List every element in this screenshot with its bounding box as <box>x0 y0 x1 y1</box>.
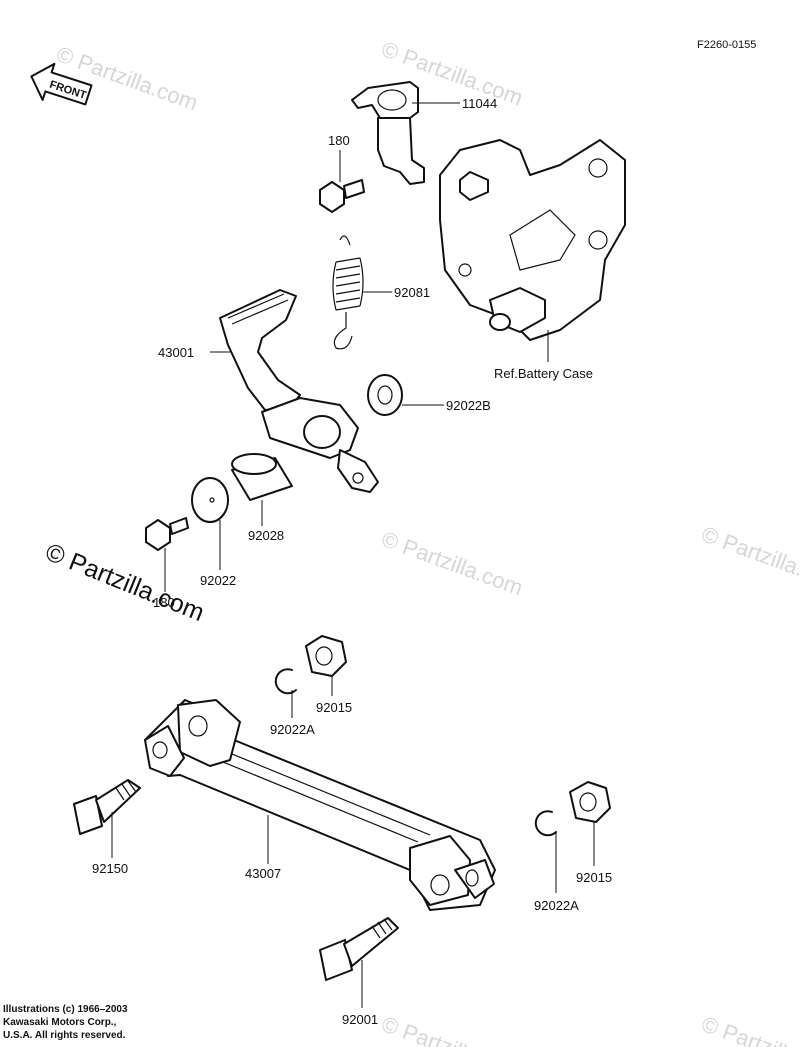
watermark-text: © Partzilla.com <box>378 526 526 600</box>
copyright-line: Illustrations (c) 1966–2003 <box>3 1004 128 1015</box>
washer-92022 <box>191 477 229 523</box>
label-43007: 43007 <box>245 866 281 881</box>
label-92022B: 92022B <box>446 398 491 413</box>
spring-92081 <box>332 235 364 350</box>
bolt-180-bottom <box>145 517 189 551</box>
label-92001: 92001 <box>342 1012 378 1027</box>
brake-pedal-43001 <box>219 289 379 493</box>
label-43001: 43001 <box>158 345 194 360</box>
circlip-92022A-right <box>534 810 557 837</box>
bolt-180-top <box>319 179 365 213</box>
watermark-text: © Partzilla.com <box>53 41 201 115</box>
label-92022: 92022 <box>200 573 236 588</box>
reference-label: Ref.Battery Case <box>494 366 593 381</box>
label-92022A-top: 92022A <box>270 722 315 737</box>
bolt-92001 <box>319 917 399 981</box>
watermark-text: © Partzilla.com <box>698 521 800 595</box>
washer-92022B <box>367 374 403 416</box>
label-92028: 92028 <box>248 528 284 543</box>
label-92015-right: 92015 <box>576 870 612 885</box>
label-11044: 11044 <box>462 96 497 111</box>
copyright-line: U.S.A. All rights reserved. <box>3 1030 126 1041</box>
nut-92015-right <box>569 781 611 823</box>
watermark-text: © Partzilla.com <box>378 1011 526 1047</box>
label-180-bottom: 180 <box>153 595 175 610</box>
label-92022A-right: 92022A <box>534 898 579 913</box>
bracket-11044 <box>351 81 425 185</box>
label-180-top: 180 <box>328 133 350 148</box>
label-92081: 92081 <box>394 285 430 300</box>
collar-92028 <box>231 453 293 501</box>
copyright-line: Kawasaki Motors Corp., <box>3 1017 117 1028</box>
watermark-text: © Partzilla.com <box>698 1011 800 1047</box>
bolt-92150 <box>73 779 141 835</box>
battery-case-bracket <box>439 139 626 341</box>
figure-code: F2260-0155 <box>697 39 756 51</box>
label-92015-top: 92015 <box>316 700 352 715</box>
label-92150: 92150 <box>92 861 128 876</box>
nut-92015-top <box>305 635 347 677</box>
circlip-92022A-top <box>274 668 297 695</box>
tie-rod-43007 <box>144 699 496 911</box>
front-arrow-icon: FRONT <box>30 62 93 106</box>
copyright-notice: Illustrations (c) 1966–2003 Kawasaki Mot… <box>3 1003 128 1042</box>
